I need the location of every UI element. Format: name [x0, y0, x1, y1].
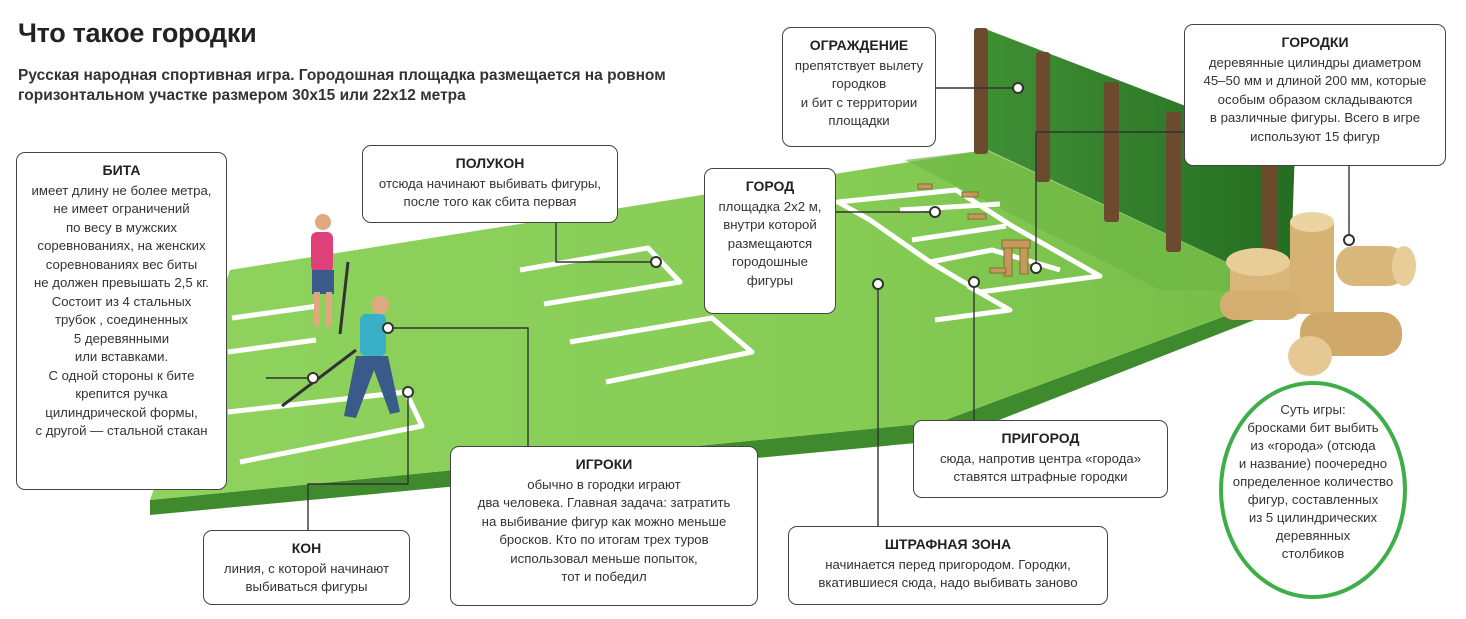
callout-heading: ОГРАЖДЕНИЕ	[809, 37, 909, 53]
callout-heading: ГОРОДКИ	[1281, 34, 1349, 50]
callout-shtrafnaya: ШТРАФНАЯ ЗОНА начинается перед пригородо…	[788, 526, 1108, 605]
callout-text: препятствует вылету городков и бит с тер…	[794, 57, 924, 129]
callout-text: линия, с которой начинают выбиваться фиг…	[223, 560, 390, 595]
callout-text: площадка 2х2 м, внутри которой размещают…	[718, 198, 822, 288]
callout-heading: ШТРАФНАЯ ЗОНА	[884, 536, 1012, 552]
game-essence-circle: Суть игры: бросками бит выбить из «город…	[1219, 381, 1407, 599]
callout-gorod: ГОРОД площадка 2х2 м, внутри которой раз…	[704, 168, 836, 314]
field-side	[150, 292, 1290, 515]
callout-heading: ГОРОД	[745, 178, 795, 194]
callout-heading: ИГРОКИ	[575, 456, 633, 472]
fence-wall	[988, 30, 1295, 292]
callout-prigorod: ПРИГОРОД сюда, напротив центра «города» …	[913, 420, 1168, 498]
callout-heading: БИТА	[102, 162, 141, 178]
gorodki-figure	[917, 183, 1031, 277]
marker-dots	[307, 82, 1355, 398]
callout-gorodki: ГОРОДКИ деревянные цилиндры диаметром 45…	[1184, 24, 1446, 166]
callout-text: отсюда начинают выбивать фигуры, после т…	[378, 175, 602, 210]
game-essence-text: Суть игры: бросками бит выбить из «город…	[1232, 402, 1394, 561]
callout-kon: КОН линия, с которой начинают выбиваться…	[203, 530, 410, 605]
callout-heading: ПРИГОРОД	[1001, 430, 1080, 446]
callout-text: начинается перед пригородом. Городки, вк…	[818, 556, 1078, 591]
callout-bita: БИТА имеет длину не более метра, не имее…	[16, 152, 227, 490]
callout-heading: КОН	[291, 540, 322, 556]
callout-polukon: ПОЛУКОН отсюда начинают выбивать фигуры,…	[362, 145, 618, 223]
callout-ograzhdenie: ОГРАЖДЕНИЕ препятствует вылету городков …	[782, 27, 936, 147]
leader-lines	[266, 87, 1350, 530]
fence-shadow	[905, 150, 1290, 292]
wooden-cylinders	[1220, 212, 1416, 376]
page-title: Что такое городки	[18, 18, 257, 48]
player-woman	[311, 214, 350, 335]
page-subtitle: Русская народная спортивная игра. Городо…	[18, 67, 666, 104]
court-lines	[227, 187, 1103, 465]
callout-text: деревянные цилиндры диаметром 45–50 мм и…	[1203, 54, 1427, 144]
callout-text: имеет длину не более метра, не имеет огр…	[31, 182, 212, 439]
callout-heading: ПОЛУКОН	[455, 155, 525, 171]
callout-igroki: ИГРОКИ обычно в городки играют два челов…	[450, 446, 758, 606]
callout-text: сюда, напротив центра «города» ставятся …	[939, 450, 1142, 485]
fence-posts	[974, 28, 1278, 290]
callout-text: обычно в городки играют два человека. Гл…	[477, 476, 731, 585]
